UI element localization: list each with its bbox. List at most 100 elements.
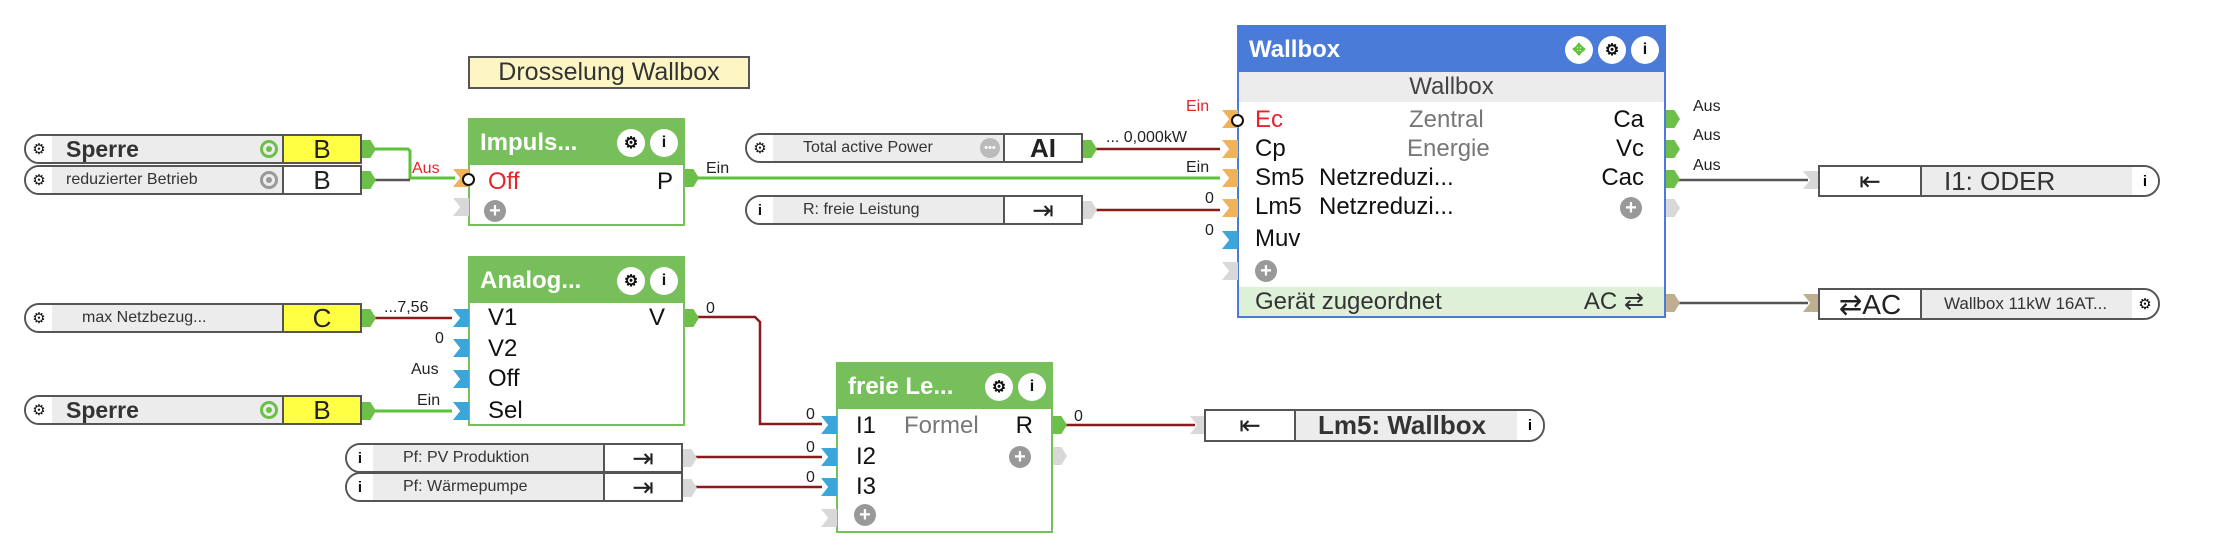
input-port[interactable]: [1222, 199, 1238, 217]
block-title: Analog...: [480, 266, 582, 294]
wire-value: Ein: [706, 160, 730, 177]
output-port-empty[interactable]: [1666, 199, 1680, 217]
input-label: Off: [488, 365, 520, 392]
gear-icon[interactable]: ⚙: [26, 305, 52, 331]
input-port[interactable]: [821, 478, 837, 496]
info-icon[interactable]: i: [347, 445, 373, 471]
output-port[interactable]: [362, 140, 376, 158]
input-label: Sel: [488, 397, 523, 424]
node-wallbox-device[interactable]: ⇄AC Wallbox 11kW 16AT... ⚙: [1818, 288, 2160, 320]
add-output-icon[interactable]: +: [1009, 446, 1031, 468]
info-icon[interactable]: i: [1631, 35, 1659, 64]
block-header[interactable]: Wallbox ✥ ⚙ i: [1239, 27, 1664, 72]
gear-icon[interactable]: ⚙: [1598, 35, 1626, 64]
input-port[interactable]: [1222, 140, 1238, 158]
block-analog[interactable]: Analog... ⚙ i V1 V2 Off Sel V: [468, 256, 685, 426]
gear-icon[interactable]: ⚙: [26, 136, 52, 162]
input-description: Energie: [1407, 135, 1490, 162]
block-wallbox[interactable]: Wallbox ✥ ⚙ i Wallbox Ec Zentral Ca Cp E…: [1237, 25, 1666, 318]
info-icon[interactable]: i: [347, 474, 373, 500]
gear-icon[interactable]: ⚙: [2132, 290, 2158, 318]
input-label: I2: [856, 443, 877, 470]
input-port-empty[interactable]: [821, 509, 837, 527]
input-port[interactable]: [453, 402, 469, 420]
node-pf-waermepumpe[interactable]: i Pf: Wärmepumpe ⇥: [345, 472, 683, 502]
output-port[interactable]: [1666, 170, 1680, 188]
block-title: Wallbox: [1249, 35, 1341, 63]
output-port[interactable]: [362, 309, 376, 327]
add-input-icon[interactable]: +: [1255, 260, 1277, 282]
input-port[interactable]: [821, 448, 837, 466]
output-port[interactable]: [683, 449, 697, 467]
input-port[interactable]: [453, 370, 469, 388]
output-label: Vc: [1615, 135, 1644, 162]
input-port-empty[interactable]: [1222, 262, 1238, 280]
output-port[interactable]: [685, 169, 699, 187]
output-port[interactable]: [1666, 140, 1680, 158]
gear-icon[interactable]: ⚙: [617, 128, 645, 157]
info-icon[interactable]: i: [650, 266, 678, 295]
gear-icon[interactable]: ⚙: [617, 266, 645, 295]
node-r-freie-leistung[interactable]: i R: freie Leistung ⇥: [745, 195, 1083, 225]
device-port[interactable]: [1666, 294, 1680, 312]
comment-label[interactable]: Drosselung Wallbox: [468, 56, 750, 89]
link-out-icon: ⇥: [603, 443, 681, 473]
gear-icon[interactable]: ⚙: [747, 135, 773, 161]
input-description: Zentral: [1409, 106, 1484, 133]
node-sperre[interactable]: ⚙ Sperre B: [24, 134, 362, 164]
node-lm5-wallbox[interactable]: ⇤ Lm5: Wallbox i: [1204, 409, 1545, 442]
block-impuls[interactable]: Impuls... ⚙ i Off P +: [468, 118, 685, 226]
input-port[interactable]: [1190, 416, 1206, 434]
block-header[interactable]: Analog... ⚙ i: [470, 258, 683, 303]
info-icon[interactable]: i: [2132, 167, 2158, 195]
output-port[interactable]: [362, 171, 376, 189]
gear-icon[interactable]: ⚙: [26, 397, 52, 423]
wire-value: 0: [1074, 408, 1083, 425]
block-header[interactable]: Impuls... ⚙ i: [470, 120, 683, 165]
output-port[interactable]: [1083, 201, 1097, 219]
wire-value: Ein: [417, 392, 441, 409]
node-reduzierter-betrieb[interactable]: ⚙ reduzierter Betrieb B: [24, 165, 362, 195]
info-icon[interactable]: i: [1517, 411, 1543, 440]
wire-value: 0: [1205, 222, 1214, 239]
device-assigned-row[interactable]: Gerät zugeordnet AC ⇄: [1239, 287, 1664, 316]
output-label: R: [1015, 412, 1033, 439]
block-header[interactable]: freie Le... ⚙ i: [838, 364, 1051, 409]
input-port[interactable]: [1222, 231, 1238, 249]
output-port[interactable]: [362, 402, 376, 420]
wire-value: 0: [806, 406, 815, 423]
node-pf-pv-produktion[interactable]: i Pf: PV Produktion ⇥: [345, 443, 683, 473]
output-label: V: [648, 304, 665, 331]
output-port[interactable]: [1053, 416, 1067, 434]
input-port[interactable]: [453, 339, 469, 357]
info-icon[interactable]: i: [650, 128, 678, 157]
input-port[interactable]: [1222, 169, 1238, 187]
node-name: Lm5: Wallbox: [1318, 410, 1487, 440]
node-type-badge: B: [282, 165, 360, 195]
status-active-icon: [260, 140, 278, 158]
node-total-active-power[interactable]: ⚙ Total active Power ••• AI: [745, 133, 1083, 163]
input-port[interactable]: [453, 309, 469, 327]
gear-icon[interactable]: ⚙: [26, 167, 52, 193]
info-icon[interactable]: i: [747, 197, 773, 223]
node-sperre-2[interactable]: ⚙ Sperre B: [24, 395, 362, 425]
add-output-icon[interactable]: +: [1620, 197, 1642, 219]
output-port[interactable]: [1083, 140, 1097, 158]
node-max-netzbezug[interactable]: ⚙ max Netzbezug... C: [24, 303, 362, 333]
block-freie-leistung[interactable]: freie Le... ⚙ i I1 Formel R I2 I3 + +: [836, 362, 1053, 533]
input-port[interactable]: [1803, 171, 1819, 189]
move-icon[interactable]: ✥: [1565, 35, 1593, 64]
output-port[interactable]: [1666, 110, 1680, 128]
info-icon[interactable]: i: [1018, 372, 1046, 401]
input-port[interactable]: [821, 416, 837, 434]
input-port[interactable]: [1803, 294, 1819, 312]
node-i1-oder[interactable]: ⇤ I1: ODER i: [1818, 165, 2160, 197]
add-input-icon[interactable]: +: [854, 504, 876, 526]
gear-icon[interactable]: ⚙: [985, 372, 1013, 401]
add-input-icon[interactable]: +: [484, 200, 506, 222]
output-port[interactable]: [685, 309, 699, 327]
input-port-empty[interactable]: [453, 198, 469, 216]
output-port-empty[interactable]: [1053, 447, 1067, 465]
input-label: Cp: [1255, 135, 1286, 162]
output-port[interactable]: [683, 479, 697, 497]
